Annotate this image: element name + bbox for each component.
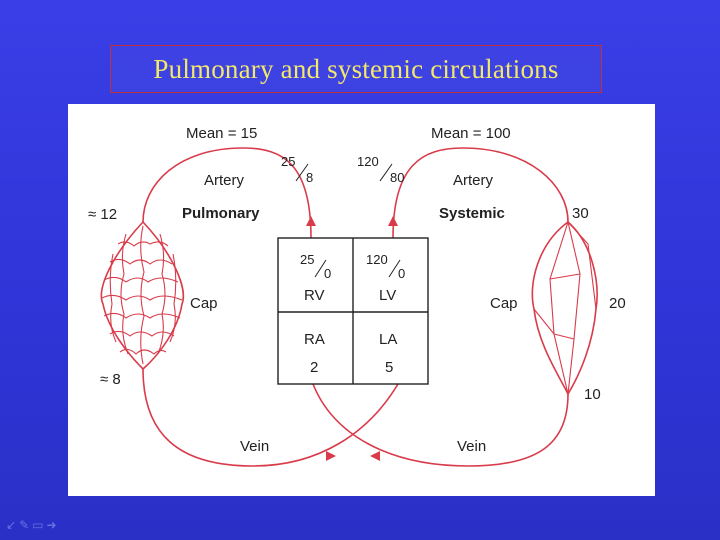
systemic-artery-label: Artery — [453, 172, 494, 189]
pulmonary-label: Pulmonary — [182, 205, 260, 222]
systemic-artery-systolic: 120 — [357, 154, 379, 169]
pulmonary-artery-diastolic: 8 — [306, 170, 313, 185]
systemic-vein-label: Vein — [457, 438, 486, 455]
slide-title: Pulmonary and systemic circulations — [153, 54, 558, 85]
pulmonary-pressure-out: ≈ 8 — [100, 371, 121, 388]
pulmonary-artery-arrow — [306, 216, 316, 226]
rv-systolic: 25 — [300, 252, 314, 267]
pulmonary-artery-label: Artery — [204, 172, 245, 189]
pulmonary-vein-arrow — [326, 451, 336, 461]
systemic-pressure-mid: 20 — [609, 295, 626, 312]
rv-diastolic: 0 — [324, 266, 331, 281]
systemic-artery-arrow — [388, 216, 398, 226]
systemic-vein-arrow — [370, 451, 380, 461]
la-value: 5 — [385, 359, 393, 376]
systemic-pressure-top: 30 — [572, 205, 589, 222]
ra-label: RA — [304, 331, 325, 348]
prev-slide-icon[interactable]: ↙ — [6, 518, 19, 532]
systemic-capillary-bed — [532, 222, 597, 394]
systemic-artery-pressure: 120 80 — [357, 154, 404, 185]
pulmonary-capillary-mesh — [101, 222, 183, 369]
pulmonary-vein-label: Vein — [240, 438, 269, 455]
systemic-artery-diastolic: 80 — [390, 170, 404, 185]
la-label: LA — [379, 331, 397, 348]
circulation-diagram: Mean = 15 Artery Pulmonary Cap ≈ 12 ≈ 8 … — [68, 104, 655, 496]
pulmonary-artery-systolic: 25 — [281, 154, 295, 169]
systemic-pressure-bottom: 10 — [584, 386, 601, 403]
systemic-mean-label: Mean = 100 — [431, 125, 511, 142]
ra-value: 2 — [310, 359, 318, 376]
pulmonary-cap-label: Cap — [190, 295, 218, 312]
pulmonary-mean-label: Mean = 15 — [186, 125, 257, 142]
lv-systolic: 120 — [366, 252, 388, 267]
menu-icon[interactable]: ▭ — [32, 518, 46, 532]
pulmonary-artery-pressure: 25 8 — [281, 154, 313, 185]
systemic-vein — [313, 384, 568, 466]
systemic-artery — [393, 148, 568, 238]
pen-icon[interactable]: ✎ — [19, 518, 32, 532]
systemic-label: Systemic — [439, 205, 505, 222]
systemic-cap-label: Cap — [490, 295, 518, 312]
lv-diastolic: 0 — [398, 266, 405, 281]
pulmonary-pressure-in: ≈ 12 — [88, 206, 117, 223]
title-box: Pulmonary and systemic circulations — [110, 45, 602, 93]
rv-label: RV — [304, 287, 325, 304]
next-slide-icon[interactable]: ➜ — [46, 518, 59, 532]
diagram-panel: Mean = 15 Artery Pulmonary Cap ≈ 12 ≈ 8 … — [68, 104, 655, 496]
lv-label: LV — [379, 287, 396, 304]
slide-nav-controls[interactable]: ↙✎▭➜ — [6, 518, 60, 532]
